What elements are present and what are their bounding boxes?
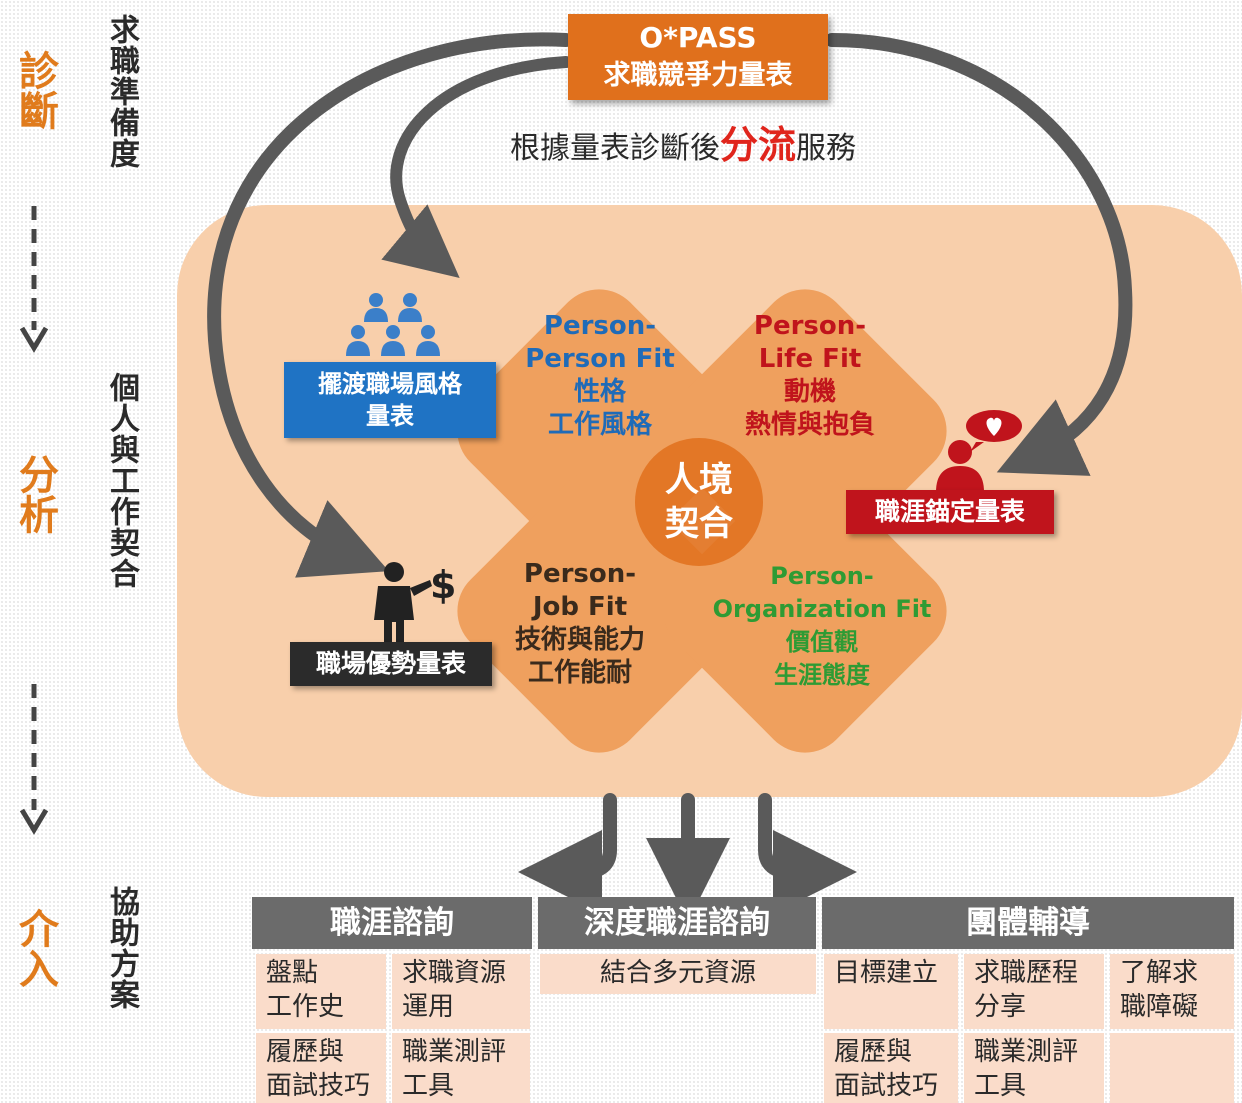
- tagline-highlight: 分流: [720, 123, 797, 167]
- stage-diagnosis-desc: 求職準備度: [104, 14, 139, 169]
- work-style-scale-line1: 擺渡職場風格: [318, 370, 462, 398]
- person-job-zh2: 工作能耐: [527, 658, 632, 688]
- group-guidance-cell-empty: [1110, 1033, 1234, 1103]
- tagline-suffix: 服務: [796, 131, 857, 166]
- center-line2: 契合: [665, 504, 733, 544]
- person-org-en2: Organization Fit: [712, 595, 932, 623]
- career-counseling-header: 職涯諮詢: [252, 897, 532, 949]
- svg-text:$: $: [430, 563, 456, 607]
- work-style-scale-line2: 量表: [366, 402, 414, 430]
- deep-counseling-cell: 結合多元資源: [540, 954, 816, 994]
- person-org-zh2: 生涯態度: [774, 661, 870, 689]
- person-person-en1: Person-: [543, 311, 657, 341]
- person-person-fit: Person- Person Fit 性格 工作風格: [500, 310, 700, 442]
- stage-analysis-title: 分析: [12, 454, 58, 534]
- group-guidance-cell: 了解求 職障礙: [1110, 954, 1234, 1029]
- career-counseling-cell: 職業測評 工具: [392, 1033, 530, 1103]
- person-life-en1: Person-: [753, 311, 867, 341]
- tagline: 根據量表診斷後分流服務: [510, 114, 856, 169]
- businessman-dollar-icon: $: [374, 562, 456, 646]
- opass-subtitle: 求職競爭力量表: [603, 60, 793, 91]
- stage-flow-arrows: [19, 206, 49, 835]
- person-job-zh1: 技術與能力: [514, 625, 645, 655]
- person-life-en2: Life Fit: [758, 344, 862, 374]
- group-guidance-header: 團體輔導: [822, 897, 1234, 949]
- opass-title: O*PASS: [639, 21, 757, 54]
- group-guidance-cell: 目標建立: [824, 954, 958, 1029]
- career-counseling-cell: 履歷與 面試技巧: [256, 1033, 386, 1103]
- people-group-icon: [346, 293, 440, 356]
- person-job-en1: Person-: [523, 559, 637, 589]
- person-job-en2: Job Fit: [532, 592, 628, 622]
- person-org-fit: Person- Organization Fit 價值觀 生涯態度: [712, 560, 932, 692]
- person-heart-icon: [936, 410, 1022, 492]
- person-life-zh2: 熱情與抱負: [744, 410, 875, 440]
- career-anchor-scale-box: 職涯錨定量表: [846, 490, 1054, 534]
- center-fit: 人境 契合: [636, 458, 762, 546]
- person-org-en1: Person-: [770, 562, 874, 590]
- group-guidance-cell: 履歷與 面試技巧: [824, 1033, 958, 1103]
- stage-diagnosis-title: 診斷: [12, 50, 58, 130]
- work-style-scale-box: 擺渡職場風格 量表: [284, 362, 496, 438]
- person-life-fit: Person- Life Fit 動機 熱情與抱負: [710, 310, 910, 442]
- person-job-fit: Person- Job Fit 技術與能力 工作能耐: [480, 558, 680, 690]
- career-counseling-cell: 盤點 工作史: [256, 954, 386, 1029]
- center-line1: 人境: [665, 460, 733, 500]
- group-guidance-cell: 求職歷程 分享: [964, 954, 1104, 1029]
- tagline-prefix: 根據量表診斷後: [510, 131, 720, 166]
- person-life-zh1: 動機: [783, 377, 836, 407]
- group-guidance-cell: 職業測評 工具: [964, 1033, 1104, 1103]
- person-person-zh2: 工作風格: [547, 410, 652, 440]
- person-person-en2: Person Fit: [525, 344, 675, 374]
- person-org-zh1: 價值觀: [786, 628, 858, 656]
- workplace-strength-scale-box: 職場優勢量表: [290, 642, 492, 686]
- deep-counseling-header: 深度職涯諮詢: [538, 897, 816, 949]
- stage-analysis-desc: 個人與工作契合: [104, 372, 139, 589]
- stage-intervention-title: 介入: [12, 908, 58, 988]
- opass-box: O*PASS 求職競爭力量表: [568, 14, 828, 100]
- career-counseling-cell: 求職資源 運用: [392, 954, 530, 1029]
- person-person-zh1: 性格: [573, 377, 626, 407]
- stage-intervention-desc: 協助方案: [104, 886, 139, 1010]
